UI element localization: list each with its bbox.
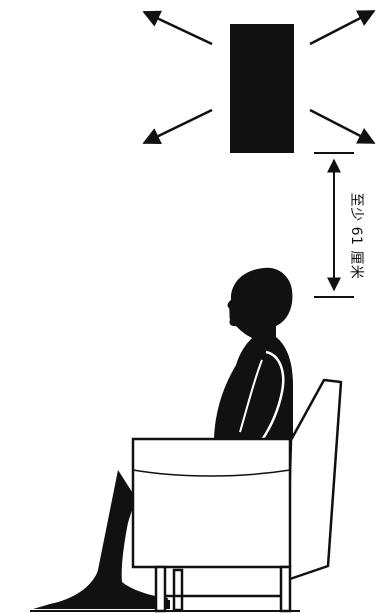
chair-back (287, 380, 341, 580)
arrow-down-left (144, 110, 212, 143)
chair-body (133, 439, 290, 567)
chair-leg-back (174, 570, 182, 610)
speaker-box (230, 24, 294, 153)
clearance-label: 至少 61 厘米 (347, 193, 367, 280)
arrow-down-right (310, 110, 374, 143)
arrow-up-right (310, 11, 374, 44)
chair-leg-right (281, 567, 290, 611)
arrow-up-left (144, 12, 212, 44)
chair-leg-left (156, 567, 165, 611)
chair-legs (156, 567, 290, 611)
